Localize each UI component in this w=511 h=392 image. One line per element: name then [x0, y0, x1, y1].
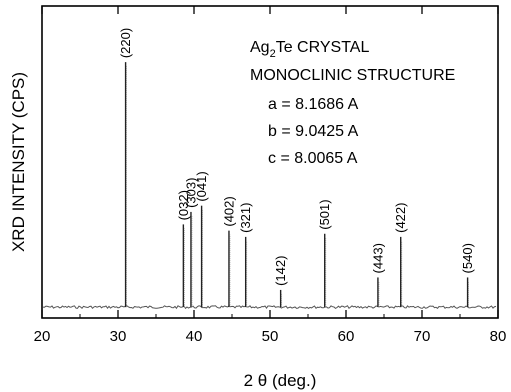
baseline-noise [42, 305, 497, 310]
x-tick-label: 40 [186, 328, 203, 345]
annotation-structure: MONOCLINIC STRUCTURE [250, 67, 455, 84]
annotation-ag: Ag [250, 39, 270, 56]
x-tick-label: 70 [414, 328, 431, 345]
x-tick-label: 60 [338, 328, 355, 345]
x-tick-label: 80 [490, 328, 507, 345]
peak-label: (032) [176, 190, 191, 220]
annotation-block: Ag2Te CRYSTAL MONOCLINIC STRUCTURE a = 8.1… [250, 39, 455, 167]
peak-label: (303) [183, 178, 198, 208]
annotation-subscript: 2 [270, 48, 276, 60]
x-tick-label: 30 [110, 328, 127, 345]
annotation-rest: Te CRYSTAL [276, 39, 370, 56]
y-axis-title: XRD INTENSITY (CPS) [9, 72, 28, 252]
annotation-c: c = 8.0065 A [268, 150, 358, 167]
peak-label: (220) [118, 28, 133, 58]
x-tick-label: 50 [262, 328, 279, 345]
peak-label: (041) [194, 171, 209, 201]
peak-label: (422) [393, 203, 408, 233]
x-axis-title: 2 θ (deg.) [244, 371, 317, 390]
peak-label: (142) [273, 256, 288, 286]
peak-label: (321) [238, 203, 253, 233]
plot-area: 20 30 40 50 60 70 80 2 θ (deg.) XRD INTENSITY (C… [9, 5, 507, 390]
x-tick-label: 20 [34, 328, 51, 345]
annotation-b: b = 9.0425 A [268, 123, 359, 140]
peak-label: (501) [317, 199, 332, 229]
annotation-a: a = 8.1686 A [268, 96, 359, 113]
peak-label: (443) [370, 243, 385, 273]
peak-label: (540) [460, 243, 475, 273]
peak-label: (402) [221, 196, 236, 226]
annotation-title: Ag2Te CRYSTAL [250, 39, 369, 60]
